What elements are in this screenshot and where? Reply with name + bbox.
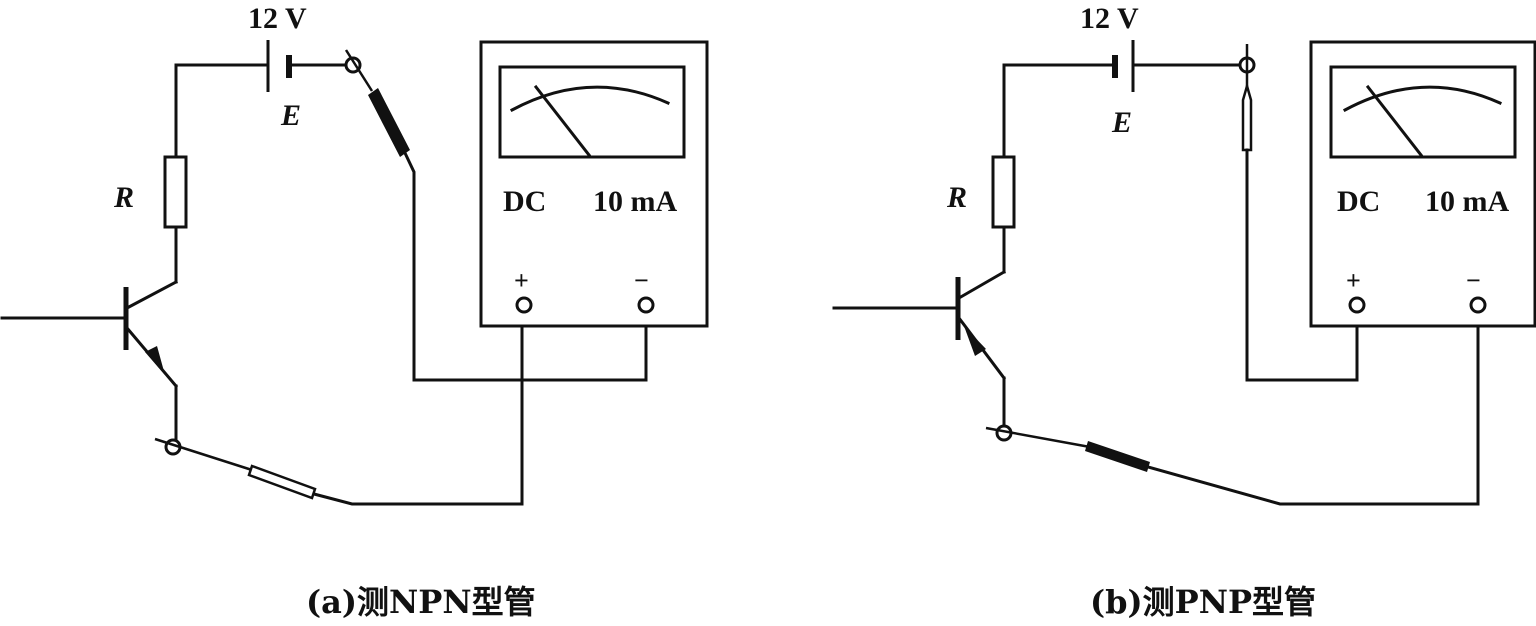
resistor-label-a: R [113,181,134,214]
probe-tip-b2 [985,426,1091,449]
meter-needle-b [1365,84,1424,158]
panel-b: DC 10 mA + − 12 V E R (b)测PNP型管 [832,2,1536,621]
minus-label-b: − [1466,266,1481,295]
resistor-b [991,155,1016,229]
meter-window-b [1329,65,1517,159]
probe-body-b2 [1085,441,1150,472]
meter-minus-terminal-a [637,296,655,314]
transistor-collector-b [956,269,1007,301]
minus-label-a: − [634,266,649,295]
meter-scale-arc-a [509,85,670,113]
wire-resistor-battery-b [1002,63,1114,159]
wire-probe-minus-b [1146,310,1480,506]
battery-voltage-a: 12 V [248,2,307,35]
plus-label-b: + [1346,266,1361,295]
wire-probe-plus-a [312,310,524,506]
resistor-a [163,155,188,229]
battery-label-a: E [280,99,301,132]
resistor-label-b: R [946,181,967,214]
wire-probe-plus-b [1245,148,1359,382]
meter-range-a: 10 mA [593,185,677,218]
probe-tip-a1 [344,49,374,92]
meter-window-a [498,65,686,159]
meter-minus-terminal-b [1469,296,1487,314]
probe-body-a2 [247,464,317,500]
meter-mode-a: DC [503,185,546,218]
probe-body-b1 [1241,81,1253,152]
transistor-collector-a [124,279,179,311]
probe-tip-a2 [154,437,253,472]
meter-plus-terminal-b [1348,296,1366,314]
wire-probe-minus-a [403,151,648,382]
plus-label-a: + [514,266,529,295]
meter-range-b: 10 mA [1425,185,1509,218]
panel-a: DC 10 mA + − 12 V E R (a)测NPN型管 [0,2,709,621]
meter-scale-arc-b [1342,85,1502,113]
wire-resistor-battery-a [174,63,267,159]
emitter-arrow-b [964,326,986,356]
caption-a: (a)测NPN型管 [306,583,536,621]
meter-plus-terminal-a [515,296,533,314]
caption-b: (b)测PNP型管 [1090,583,1316,621]
battery-voltage-b: 12 V [1080,2,1139,35]
probe-body-a1 [368,88,410,157]
meter-needle-a [533,84,592,158]
battery-label-b: E [1111,106,1132,139]
meter-mode-b: DC [1337,185,1380,218]
emitter-arrow-a [145,346,165,375]
